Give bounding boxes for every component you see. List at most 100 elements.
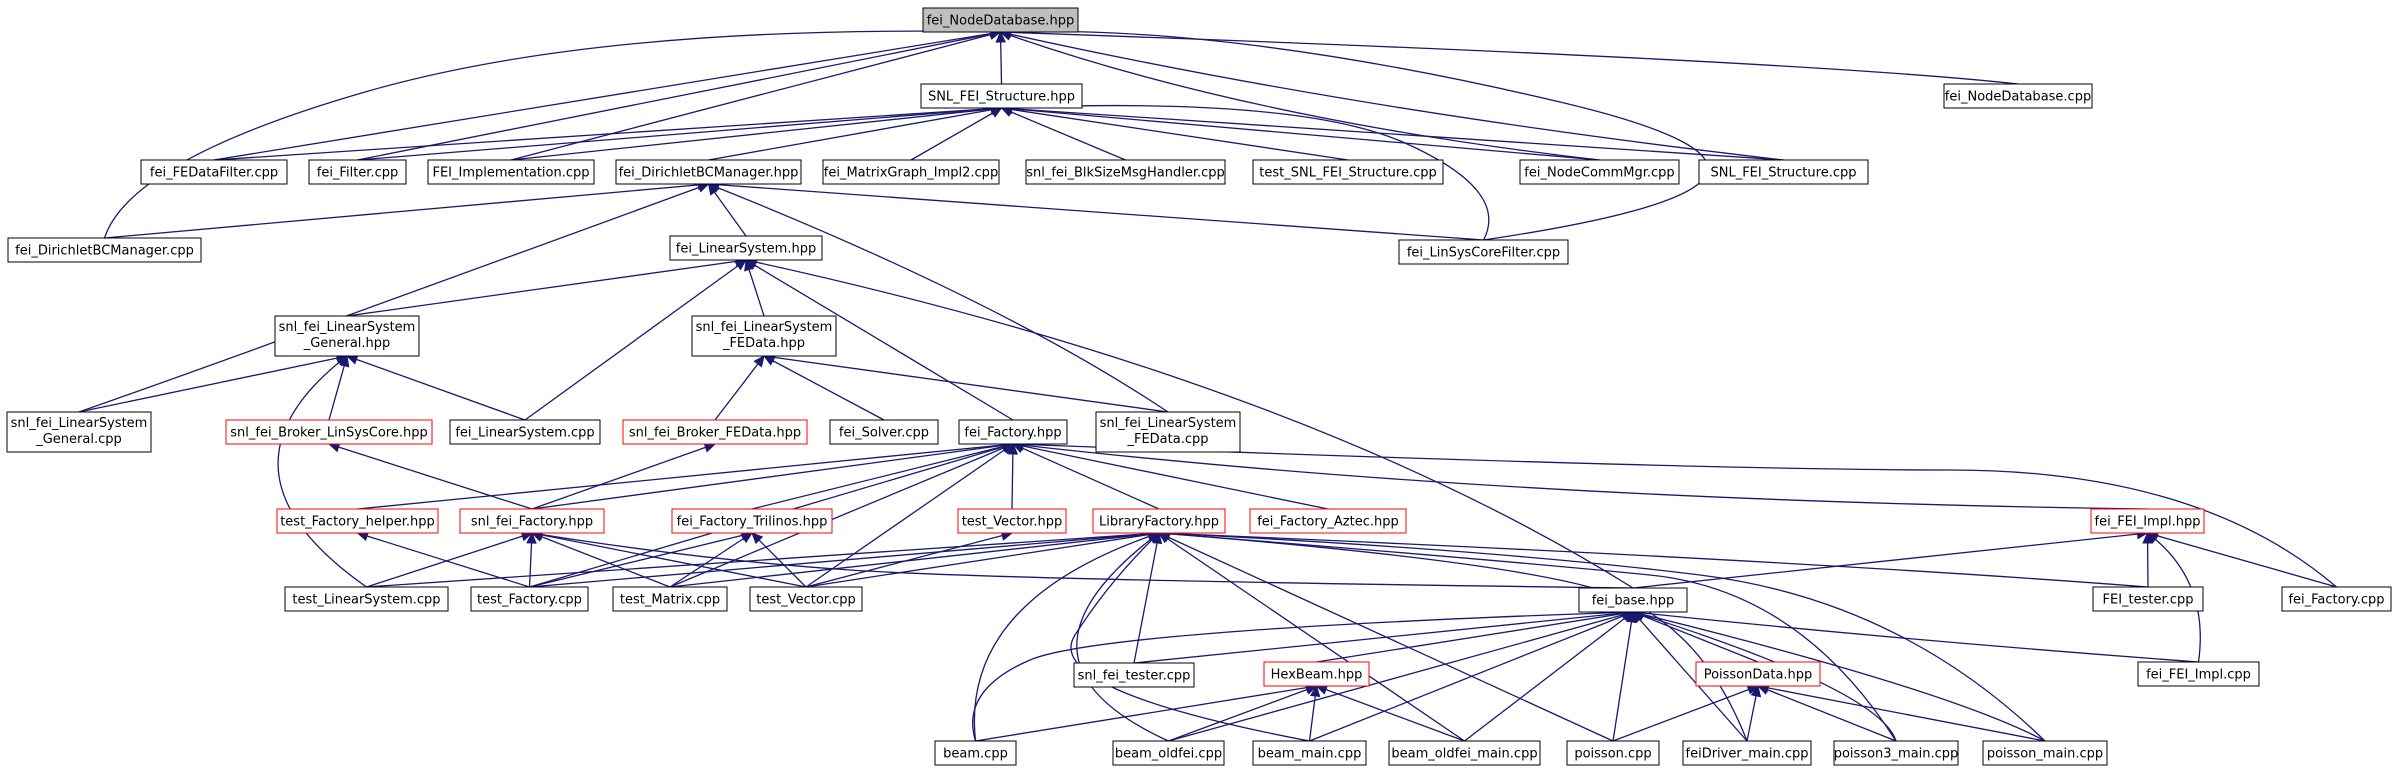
node-nodedb_cpp[interactable]: fei_NodeDatabase.cpp	[1943, 83, 2093, 109]
node-tf_helper[interactable]: test_Factory_helper.hpp	[276, 508, 439, 534]
node-fei_base[interactable]: fei_base.hpp	[1578, 587, 1688, 613]
node-matrixgraph[interactable]: fei_MatrixGraph_Impl2.cpp	[822, 159, 1000, 185]
node-box	[276, 508, 439, 534]
node-broker_lsc[interactable]: snl_fei_Broker_LinSysCore.hpp	[225, 419, 433, 445]
edge-beam_oldfei_main-to-hexbeam	[1315, 684, 1465, 742]
node-poisson[interactable]: poisson.cpp	[1566, 740, 1660, 766]
edge-line	[1000, 30, 1709, 241]
node-fei_tester[interactable]: FEI_tester.cpp	[2092, 586, 2204, 612]
node-fei_impl_hpp[interactable]: fei_FEI_Impl.hpp	[2090, 508, 2205, 534]
edge-filter-to-root	[357, 28, 1002, 161]
edge-arrowhead	[1007, 442, 1019, 455]
edge-line	[745, 259, 1634, 589]
node-trilinos[interactable]: fei_Factory_Trilinos.hpp	[671, 508, 833, 534]
node-beam[interactable]: beam.cpp	[934, 740, 1017, 766]
edge-line	[78, 183, 709, 413]
node-box	[1388, 740, 1541, 766]
node-aztec[interactable]: fei_Factory_Aztec.hpp	[1249, 508, 1407, 534]
node-label: SNL_FEI_Structure.cpp	[1710, 166, 1856, 181]
node-fedata_hpp[interactable]: snl_fei_LinearSystem_FEData.hpp	[691, 315, 837, 357]
node-poissondata[interactable]: PoissonData.hpp	[1695, 661, 1821, 687]
node-broker_fed[interactable]: snl_fei_Broker_FEData.hpp	[622, 419, 808, 445]
node-box	[140, 159, 288, 185]
edge-snl_struct_cpp-to-root	[999, 29, 1784, 161]
edge-line	[366, 532, 533, 588]
node-box	[2090, 508, 2205, 534]
node-test_snl[interactable]: test_SNL_FEI_Structure.cpp	[1252, 159, 1444, 185]
edge-line	[1000, 31, 1600, 161]
node-filter[interactable]: fei_Filter.cpp	[308, 159, 407, 185]
edge-line	[714, 355, 765, 421]
node-label: snl_fei_Broker_FEData.hpp	[629, 426, 801, 441]
node-label: _General.cpp	[35, 432, 122, 447]
node-label: test_Factory.cpp	[477, 593, 582, 608]
edge-line	[669, 532, 1160, 588]
node-snl_factory[interactable]: snl_fei_Factory.hpp	[459, 508, 605, 534]
node-snl_struct_cpp[interactable]: SNL_FEI_Structure.cpp	[1698, 159, 1869, 185]
node-dirichlet_hpp[interactable]: fei_DirichletBCManager.hpp	[615, 159, 802, 185]
node-libfactory[interactable]: LibraryFactory.hpp	[1092, 508, 1226, 534]
edge-fei_impl_cpp2-to-fei_base	[1631, 607, 2199, 663]
node-label: test_Matrix.cpp	[620, 593, 720, 608]
edge-line	[973, 532, 1160, 742]
node-box	[615, 159, 802, 185]
node-label: LibraryFactory.hpp	[1099, 515, 1219, 530]
node-general_hpp[interactable]: snl_fei_LinearSystem_General.hpp	[274, 315, 420, 357]
edge-line	[751, 532, 807, 588]
node-label: fei_Factory.cpp	[2288, 593, 2384, 608]
edge-line	[524, 259, 747, 421]
node-factory_hpp[interactable]: fei_Factory.hpp	[958, 419, 1068, 445]
node-solver[interactable]: fei_Solver.cpp	[829, 419, 939, 445]
node-test_linsys[interactable]: test_LinearSystem.cpp	[284, 586, 449, 612]
node-general_cpp[interactable]: snl_fei_LinearSystem_General.cpp	[6, 411, 152, 453]
edge-arrowhead	[751, 532, 764, 545]
node-snl_struct_hpp[interactable]: SNL_FEI_Structure.hpp	[920, 83, 1083, 109]
node-linsys_hpp[interactable]: fei_LinearSystem.hpp	[669, 235, 823, 261]
node-box	[671, 508, 833, 534]
node-label: fei_Factory.hpp	[964, 426, 1061, 441]
edge-poissondata-to-fei_base	[1631, 611, 1759, 663]
node-label: test_SNL_FEI_Structure.cpp	[1259, 166, 1436, 181]
node-label: fei_MatrixGraph_Impl2.cpp	[824, 166, 998, 181]
node-fedata_cpp[interactable]: snl_fei_LinearSystem_FEData.cpp	[1095, 411, 1241, 453]
edge-line	[1012, 443, 2337, 588]
node-hexbeam[interactable]: HexBeam.hpp	[1263, 661, 1370, 687]
node-poisson3[interactable]: poisson3_main.cpp	[1833, 740, 1959, 766]
edge-line	[708, 183, 1169, 413]
node-test_matrix[interactable]: test_Matrix.cpp	[612, 586, 728, 612]
node-beam_main[interactable]: beam_main.cpp	[1252, 740, 1367, 766]
node-factory_cpp[interactable]: fei_Factory.cpp	[2281, 586, 2392, 612]
node-snl_tester[interactable]: snl_fei_tester.cpp	[1073, 662, 1195, 688]
node-linsys_cpp[interactable]: fei_LinearSystem.cpp	[449, 419, 601, 445]
edge-linsys_cpp-to-linsys_hpp	[524, 259, 747, 421]
node-beam_oldfei_main[interactable]: beam_oldfei_main.cpp	[1388, 740, 1541, 766]
node-fei_impl_cpp2[interactable]: fei_FEI_Impl.cpp	[2137, 661, 2260, 687]
node-feidriver[interactable]: feiDriver_main.cpp	[1682, 740, 1812, 766]
edge-beam_oldfei-to-hexbeam	[1168, 684, 1318, 742]
node-nodecomm[interactable]: fei_NodeCommMgr.cpp	[1519, 159, 1680, 185]
node-dirichlet_cpp[interactable]: fei_DirichletBCManager.cpp	[7, 237, 202, 263]
node-blksize[interactable]: snl_fei_BlkSizeMsgHandler.cpp	[1025, 159, 1226, 185]
node-test_factory[interactable]: test_Factory.cpp	[470, 586, 589, 612]
node-linsyscore[interactable]: fei_LinSysCoreFilter.cpp	[1398, 239, 1569, 265]
node-box	[1695, 661, 1821, 687]
node-box	[449, 419, 601, 445]
edge-line	[1000, 31, 1784, 161]
edge-broker_lsc-to-general_hpp	[328, 354, 350, 421]
node-beam_oldfei[interactable]: beam_oldfei.cpp	[1112, 740, 1225, 766]
node-fei_impl_cpp[interactable]: FEI_Implementation.cpp	[427, 159, 595, 185]
edge-test_factory-to-tf_helper	[356, 531, 530, 588]
edge-dirichlet_cpp-to-dirichlet_hpp	[104, 179, 710, 239]
node-poisson_main[interactable]: poisson_main.cpp	[1982, 740, 2108, 766]
edge-fedatafilter-to-snl_struct_hpp	[213, 103, 1003, 161]
edge-libfactory-to-factory_hpp	[1011, 443, 1160, 510]
edge-arrowhead	[1147, 532, 1160, 545]
edge-line	[1076, 532, 1169, 742]
edge-line	[1070, 532, 1310, 742]
node-fedatafilter[interactable]: fei_FEDataFilter.cpp	[140, 159, 288, 185]
node-box	[1092, 508, 1226, 534]
node-test_vector_hpp[interactable]: test_Vector.hpp	[957, 508, 1067, 534]
node-root[interactable]: fei_NodeDatabase.hpp	[922, 7, 1079, 33]
node-test_vector[interactable]: test_Vector.cpp	[749, 586, 863, 612]
edge-line	[277, 355, 367, 588]
